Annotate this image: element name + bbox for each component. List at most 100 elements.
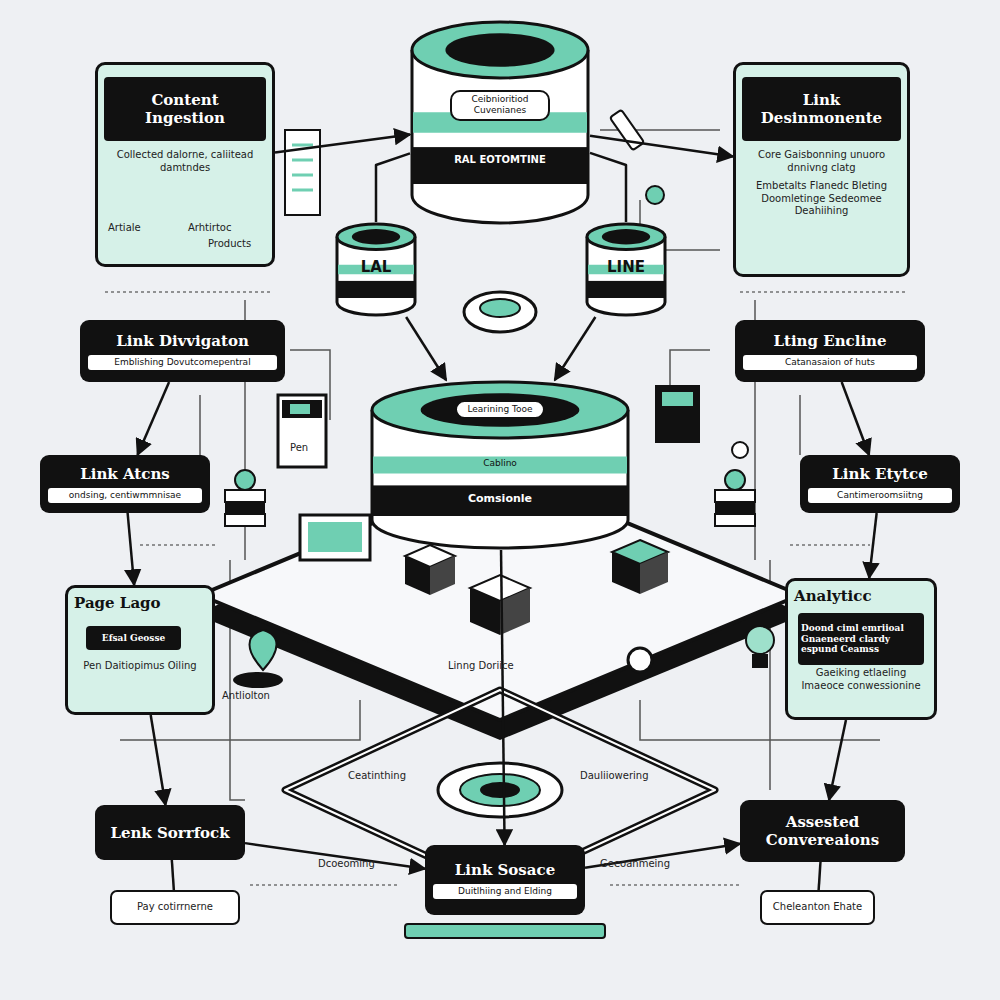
junction-disc-top (480, 299, 520, 317)
node-title: Page Lago (74, 594, 206, 612)
connector (406, 317, 446, 380)
connector (151, 715, 166, 805)
gear-icon (235, 470, 255, 490)
connector (590, 153, 626, 222)
process-panel: Content IngestionCollected dalorne, cali… (95, 62, 275, 267)
annotation-label: Antliolton (222, 690, 270, 701)
process-box: Link SosaceDuitlhiing and Elding (425, 845, 585, 915)
book-icon (285, 130, 320, 215)
node-text: Cantimeroomsiitng (808, 488, 952, 503)
map-pin (250, 630, 277, 670)
connector (275, 135, 410, 153)
device-top (282, 400, 322, 418)
computer (300, 515, 370, 560)
device-box (655, 385, 700, 443)
status-bar (405, 924, 605, 938)
connector (590, 136, 733, 157)
paper-stack (225, 502, 265, 514)
dotted-line (250, 884, 400, 885)
node-title: Pay cotirrnerne (137, 901, 213, 914)
process-box: Link EtytceCantimeroomsiitng (800, 455, 960, 513)
note-box: Cheleanton Ehate (760, 890, 875, 925)
node-text: Core Gaisbonning unuoro dnnivng clatg (742, 149, 901, 174)
connector (829, 720, 846, 800)
cylinder-top-inner (445, 33, 554, 67)
dotted-line (610, 884, 740, 885)
process-box: Assested Convereaions (740, 800, 905, 862)
node-text: Comsionle (440, 492, 560, 506)
cylinder-top-inner (352, 229, 400, 244)
node-text: RAL EOTOMTINE (425, 154, 575, 167)
cube-side (612, 552, 640, 594)
node-text: Duitlhiing and Elding (433, 884, 577, 899)
node-title: Link Sosace (433, 861, 577, 879)
cylinder-shape (410, 20, 590, 225)
device-screen (662, 392, 693, 406)
connector (555, 317, 596, 380)
connector (128, 513, 135, 585)
annotation-label: Pen (290, 442, 308, 453)
cube-side (405, 556, 430, 595)
annotation-label: Artiale (108, 222, 141, 233)
process-box: Link Atcnsondsing, centiwmmnisae (40, 455, 210, 513)
target-ring (460, 774, 540, 806)
wire (199, 395, 201, 455)
note-box: Pay cotirrnerne (110, 890, 240, 925)
node-title: Efsal Geosse (102, 633, 165, 644)
process-box: Link DivvigatonEmblishing Dovutcomepentr… (80, 320, 285, 382)
node-title: Link Divvigaton (88, 332, 277, 350)
paper-stack (715, 514, 755, 526)
cylinder-top-inner (421, 393, 580, 427)
process-panel: Link DesinmonenteCore Gaisbonning unuoro… (733, 62, 910, 277)
annotation-label: Ceatinthing (348, 770, 406, 781)
gear-icon (725, 470, 745, 490)
node-dot (646, 186, 664, 204)
node-title: LAL (335, 258, 417, 277)
node-text: Cablino (450, 458, 550, 469)
paper-stack (225, 514, 265, 526)
node-title: Link Etytce (808, 465, 952, 483)
node-title: Cheleanton Ehate (773, 901, 862, 914)
junction-disc (464, 292, 536, 332)
dotted-line (105, 291, 270, 292)
node-text: Pen Daitiopimus Oiling (74, 660, 206, 673)
node-text: Embetalts Flanedc Bleting Doomletinge Se… (742, 180, 901, 218)
process-box: Lenk Sorrfock (95, 805, 245, 860)
cylinder-band (413, 147, 587, 184)
node-text: Collected dalorne, caliitead damtndes (104, 149, 266, 174)
target-ring (438, 763, 562, 817)
target-center (480, 782, 520, 798)
connector (172, 860, 174, 890)
node-dot (628, 648, 652, 672)
signal-icon (732, 442, 748, 458)
connector (138, 382, 170, 455)
database-cylinder: Ceibnioritiod CuvenianesRAL EOTOMTINE (410, 20, 590, 225)
annotation-label: Products (208, 238, 251, 249)
annotation-label: Linng Doriice (448, 660, 514, 671)
annotation-label: Dauliiowering (580, 770, 649, 781)
paper-stack (715, 490, 755, 502)
node-text: Catanasaion of huts (743, 355, 917, 370)
tool-icon (610, 110, 644, 151)
node-title: Link Desinmonente (742, 77, 901, 141)
computer-screen (308, 522, 362, 552)
node-title: Ceibnioritiod Cuvenianes (450, 90, 550, 121)
page-panel: Page LagoPen Daitiopimus Oiling Efsal Geo… (65, 585, 215, 715)
cylinder-band (373, 457, 627, 474)
connector (869, 513, 876, 578)
wire (799, 395, 801, 455)
dotted-line (740, 291, 905, 292)
node-title: Content Ingestion (104, 77, 266, 141)
node-title: Doond ciml emriioal Gnaeneerd clardy esp… (801, 623, 921, 655)
connector (819, 862, 821, 890)
node-title: Assested Convereaions (748, 813, 897, 849)
cylinder-top (372, 382, 628, 438)
analytics-panel: AnalyticcGaeiking etlaeling Imaeoce conw… (785, 578, 937, 720)
cylinder-band (588, 281, 664, 298)
lightbulb (746, 626, 774, 654)
annotation-label: Arhtirtoc (188, 222, 231, 233)
node-title: Learining Tooe (455, 400, 545, 419)
node-text: Emblishing Dovutcomepentral (88, 355, 277, 370)
